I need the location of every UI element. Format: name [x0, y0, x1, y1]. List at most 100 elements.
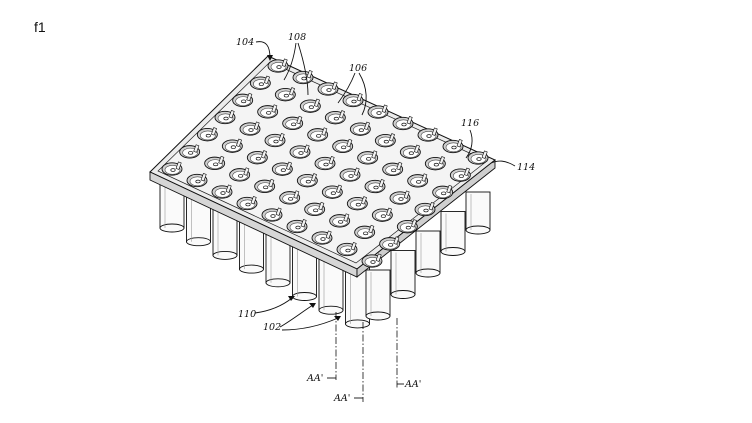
- cell-terminal: [280, 168, 286, 172]
- tab-connector: [396, 161, 403, 171]
- tab-connector: [263, 75, 270, 85]
- ref-114: 114: [517, 162, 535, 173]
- cell-terminal: [451, 145, 457, 150]
- cell-opening-26: [407, 173, 429, 188]
- tab-connector: [300, 219, 307, 228]
- tab-connector: [331, 81, 338, 90]
- tab-connector: [360, 196, 367, 205]
- tab-connector: [310, 173, 317, 182]
- tab-connector: [193, 144, 200, 153]
- cell-terminal: [348, 174, 354, 178]
- cell-opening-52: [329, 213, 351, 228]
- tab-connector: [260, 150, 267, 159]
- ref-108: 108: [288, 32, 306, 43]
- cell-opening-18: [449, 167, 471, 182]
- cell-terminal: [376, 111, 382, 115]
- cell-terminal: [330, 191, 336, 195]
- cell-terminal: [441, 191, 447, 196]
- tab-connector: [410, 219, 417, 228]
- cell-opening-28: [214, 110, 236, 125]
- cell-opening-49: [254, 178, 276, 193]
- cell-opening-45: [396, 219, 418, 234]
- cell-opening-53: [354, 224, 376, 239]
- tab-connector: [438, 156, 445, 165]
- cell-opening-34: [364, 179, 386, 194]
- cell-terminal: [291, 122, 297, 127]
- cell-terminal: [213, 162, 219, 167]
- tab-connector: [281, 58, 288, 67]
- tab-connector: [363, 121, 370, 131]
- tab-connector: [325, 230, 332, 239]
- cell-terminal: [230, 145, 236, 149]
- cell-terminal: [270, 214, 276, 218]
- ref-106: 106: [349, 63, 367, 74]
- cell-terminal: [476, 157, 482, 161]
- cell-cylinder-9: [365, 269, 391, 321]
- cell-opening-13: [324, 110, 346, 125]
- cylinder-base: [365, 311, 391, 321]
- cell-opening-32: [314, 156, 336, 171]
- tab-connector: [428, 202, 435, 211]
- tab-connector: [371, 150, 378, 159]
- cell-opening-3: [317, 81, 339, 96]
- tab-connector: [446, 184, 453, 194]
- tab-connector: [285, 161, 292, 171]
- cylinder-base: [440, 247, 466, 256]
- cell-terminal: [405, 225, 411, 230]
- tab-connector: [303, 144, 310, 153]
- cell-opening-9: [467, 150, 489, 165]
- tab-connector: [306, 70, 313, 79]
- cylinder-body: [415, 230, 441, 274]
- cell-terminal: [326, 88, 332, 92]
- tab-connector: [175, 161, 182, 170]
- tab-connector: [328, 156, 335, 165]
- cell-opening-1: [267, 58, 289, 73]
- tab-connector: [375, 253, 382, 262]
- cell-terminal: [401, 122, 407, 127]
- tab-connector: [403, 190, 410, 199]
- ref-aa-middle: AA': [333, 393, 350, 404]
- tab-connector: [200, 173, 207, 182]
- cell-opening-55: [161, 161, 183, 176]
- cell-opening-6: [392, 116, 414, 131]
- tab-connector: [225, 184, 232, 193]
- cell-opening-7: [417, 127, 439, 142]
- cylinder-body: [365, 269, 391, 317]
- cell-terminal: [313, 208, 319, 213]
- tab-connector: [288, 87, 295, 96]
- cell-opening-46: [179, 144, 201, 159]
- tab-connector: [381, 104, 388, 113]
- tab-connector: [275, 207, 282, 216]
- cell-opening-16: [399, 144, 421, 159]
- tab-connector: [353, 167, 360, 176]
- cell-opening-33: [339, 167, 361, 182]
- tab-connector: [243, 167, 250, 176]
- cell-opening-58: [236, 196, 258, 211]
- tab-connector: [388, 133, 395, 142]
- cell-terminal: [380, 214, 386, 218]
- cell-terminal: [345, 248, 351, 253]
- cell-terminal: [366, 157, 372, 161]
- tab-connector: [338, 110, 345, 119]
- cell-terminal: [188, 151, 194, 155]
- cylinder-base: [159, 223, 185, 233]
- cell-cylinder-10: [390, 250, 416, 299]
- cylinder-base: [292, 292, 317, 301]
- ref-aa-right: AA': [404, 379, 421, 390]
- cylinder-base: [265, 278, 291, 288]
- cell-opening-40: [271, 161, 293, 176]
- cell-cylinder-11: [415, 230, 441, 278]
- tab-connector: [335, 184, 342, 194]
- tab-connector: [368, 224, 375, 234]
- tab-connector: [210, 127, 217, 136]
- cell-terminal: [195, 179, 201, 184]
- cell-opening-60: [286, 219, 308, 234]
- cell-terminal: [305, 179, 311, 184]
- cell-terminal: [423, 208, 429, 213]
- section-lines: [327, 312, 404, 402]
- cylinder-body: [440, 211, 466, 252]
- tab-connector: [350, 242, 357, 251]
- cell-opening-24: [357, 150, 379, 165]
- tab-connector: [421, 173, 428, 182]
